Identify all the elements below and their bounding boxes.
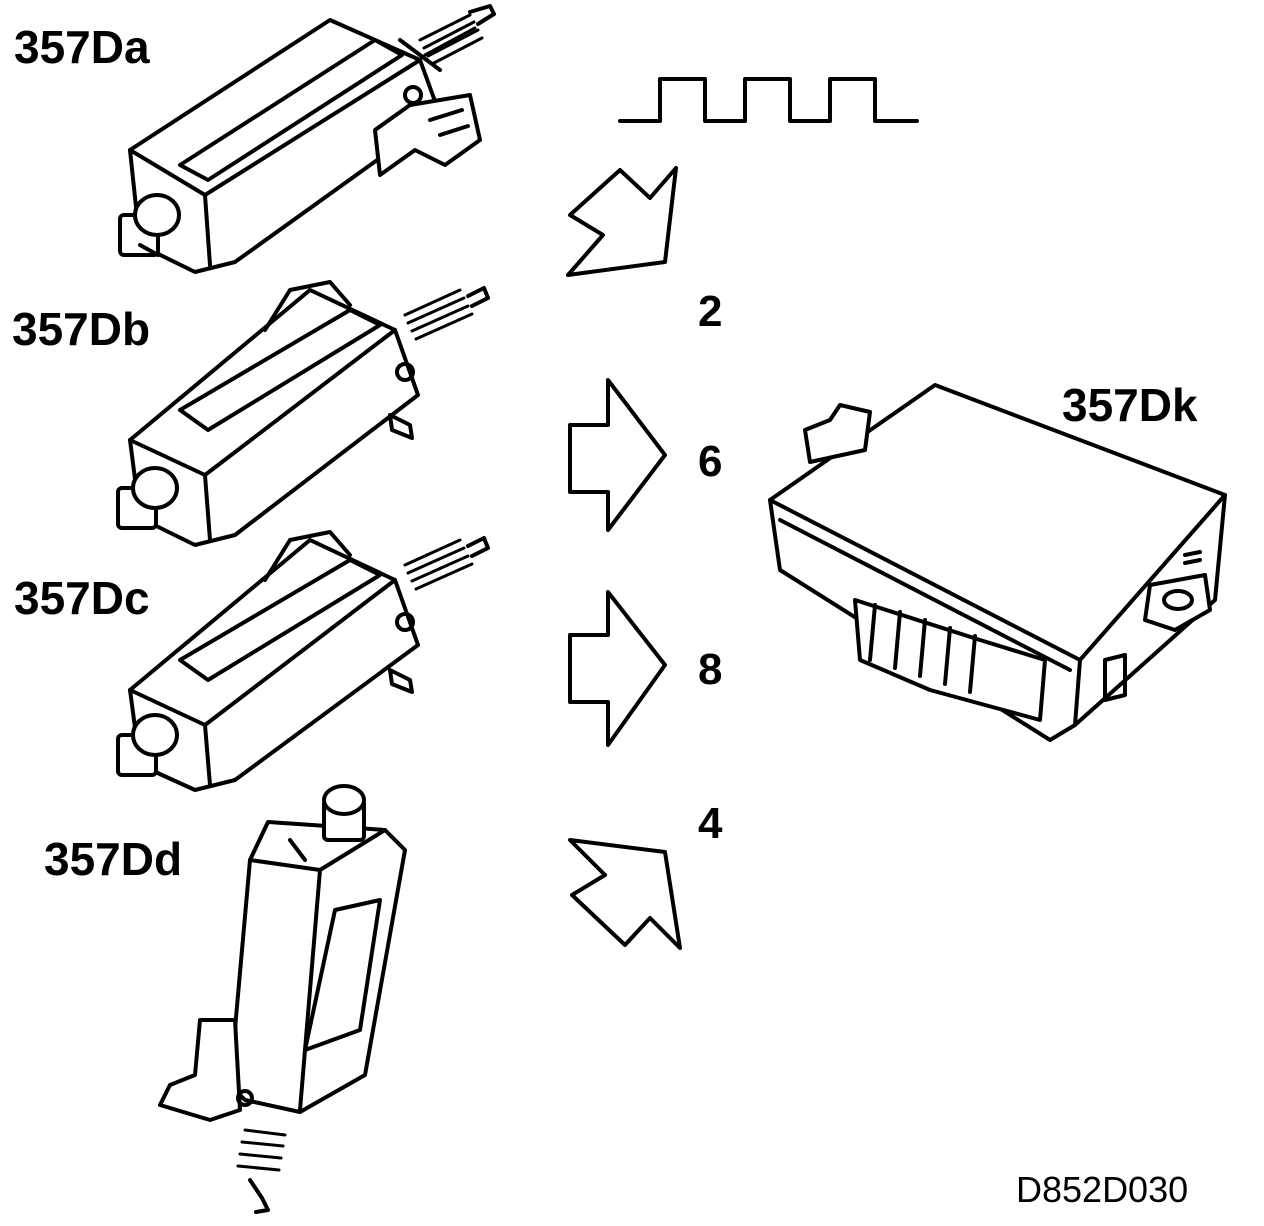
label-357dc: 357Dc [14, 572, 150, 624]
arrow-to-channel-4 [568, 838, 682, 950]
channel-number-8: 8 [698, 645, 723, 694]
arrow-to-channel-8 [568, 590, 667, 747]
motor-357dd-drawing [158, 784, 407, 1214]
motor-357db-drawing [116, 280, 490, 547]
channel-number-4: 4 [698, 799, 723, 848]
motor-357dc-drawing [116, 530, 490, 792]
control-module-357dk-drawing [768, 383, 1227, 742]
label-357db: 357Db [12, 303, 151, 355]
label-357dd: 357Dd [44, 833, 183, 885]
figure-code: D852D030 [1016, 1169, 1189, 1210]
arrow-to-channel-2 [566, 166, 678, 277]
motor-357da-drawing [118, 4, 496, 274]
arrow-to-channel-6 [568, 378, 667, 532]
channel-number-2: 2 [698, 287, 723, 336]
square-wave-signal [618, 77, 919, 123]
label-357dk: 357Dk [1062, 379, 1198, 431]
label-357da: 357Da [14, 21, 150, 73]
channel-number-6: 6 [698, 437, 723, 486]
